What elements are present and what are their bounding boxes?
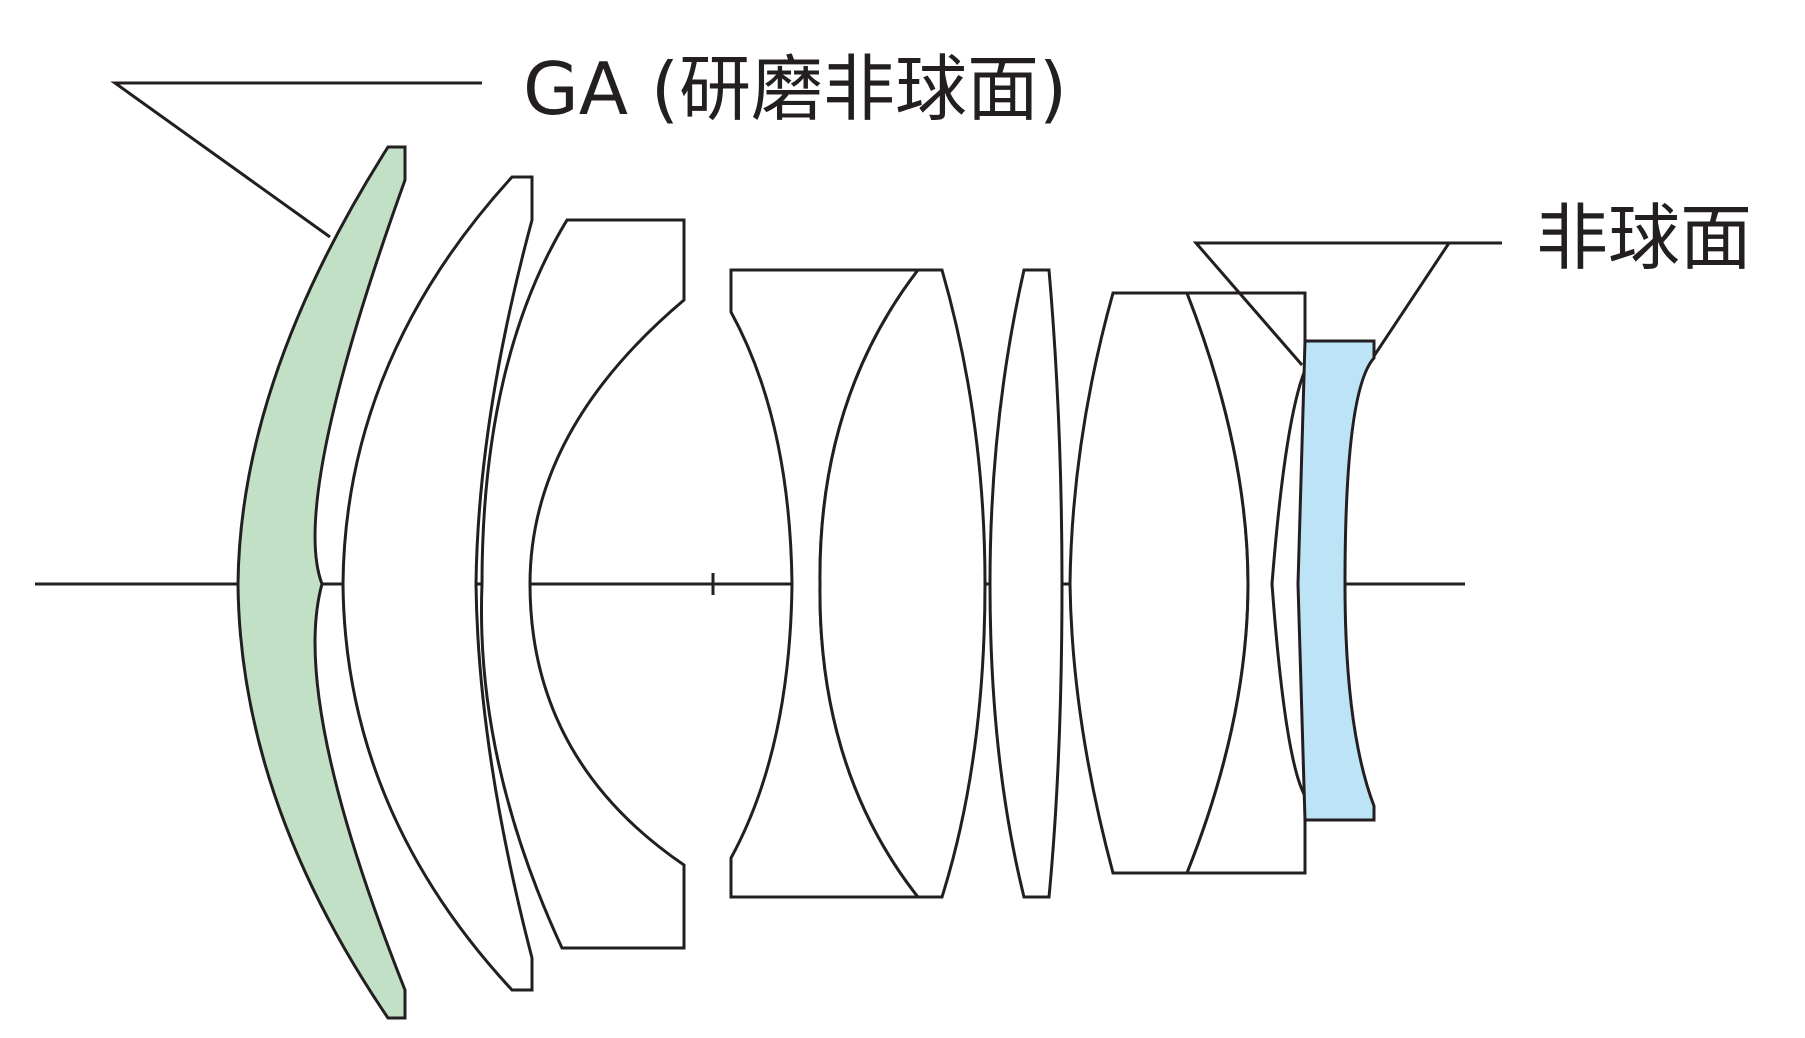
ga-leader-line <box>110 81 482 239</box>
lens-element-8 <box>1184 291 1307 875</box>
lens-element-5 <box>818 268 987 899</box>
lens-element-10-aspheric <box>1296 339 1376 822</box>
ga-aspheric-label: GA (研磨非球面) <box>523 47 1067 131</box>
lens-element-3 <box>480 218 686 950</box>
lens-element-9 <box>1270 369 1307 802</box>
aspheric-leader-line <box>1192 241 1502 366</box>
lens-element-6 <box>988 268 1064 899</box>
lens-element-1-ga-aspheric <box>236 145 407 1020</box>
lens-element-2 <box>341 175 534 992</box>
aspheric-label: 非球面 <box>1536 196 1752 280</box>
